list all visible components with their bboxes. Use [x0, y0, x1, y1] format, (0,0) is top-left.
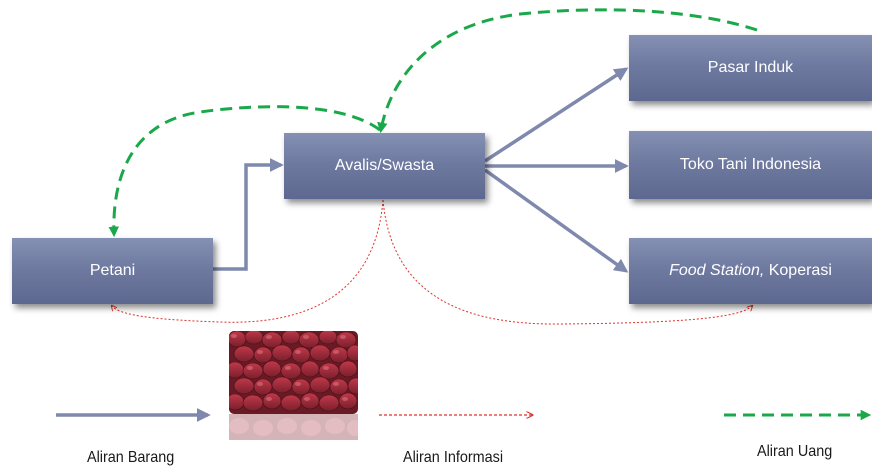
legend-label-barang: Aliran Barang	[87, 449, 175, 466]
legend-label-informasi: Aliran Informasi	[403, 449, 504, 466]
info-arrow-avalis-petani	[112, 199, 384, 323]
node-petani: Petani	[12, 238, 213, 304]
goods-arrow-avalis-food	[483, 168, 629, 273]
node-food-label-italic: Food Station,	[669, 262, 765, 279]
shallots-illustration	[229, 331, 358, 414]
goods-arrow-petani-avalis	[213, 158, 284, 271]
node-toko-label: Toko Tani Indonesia	[679, 156, 822, 173]
node-toko-tani: Toko Tani Indonesia	[629, 131, 872, 199]
shallots-photo	[229, 331, 358, 414]
money-arrow-pasar-avalis	[377, 8, 758, 134]
node-avalis-label: Avalis/Swasta	[334, 157, 435, 174]
node-food-label-rest: Koperasi	[764, 262, 832, 279]
node-pasar-label: Pasar Induk	[707, 59, 794, 76]
goods-arrow-avalis-pasar	[484, 67, 629, 163]
node-food-station: Food Station, Koperasi	[629, 238, 872, 304]
node-petani-label: Petani	[89, 262, 136, 279]
legend-label-uang: Aliran Uang	[757, 443, 833, 460]
shallots-photo-reflection	[229, 414, 358, 440]
node-avalis-swasta: Avalis/Swasta	[284, 133, 485, 199]
node-pasar-induk: Pasar Induk	[629, 35, 872, 101]
